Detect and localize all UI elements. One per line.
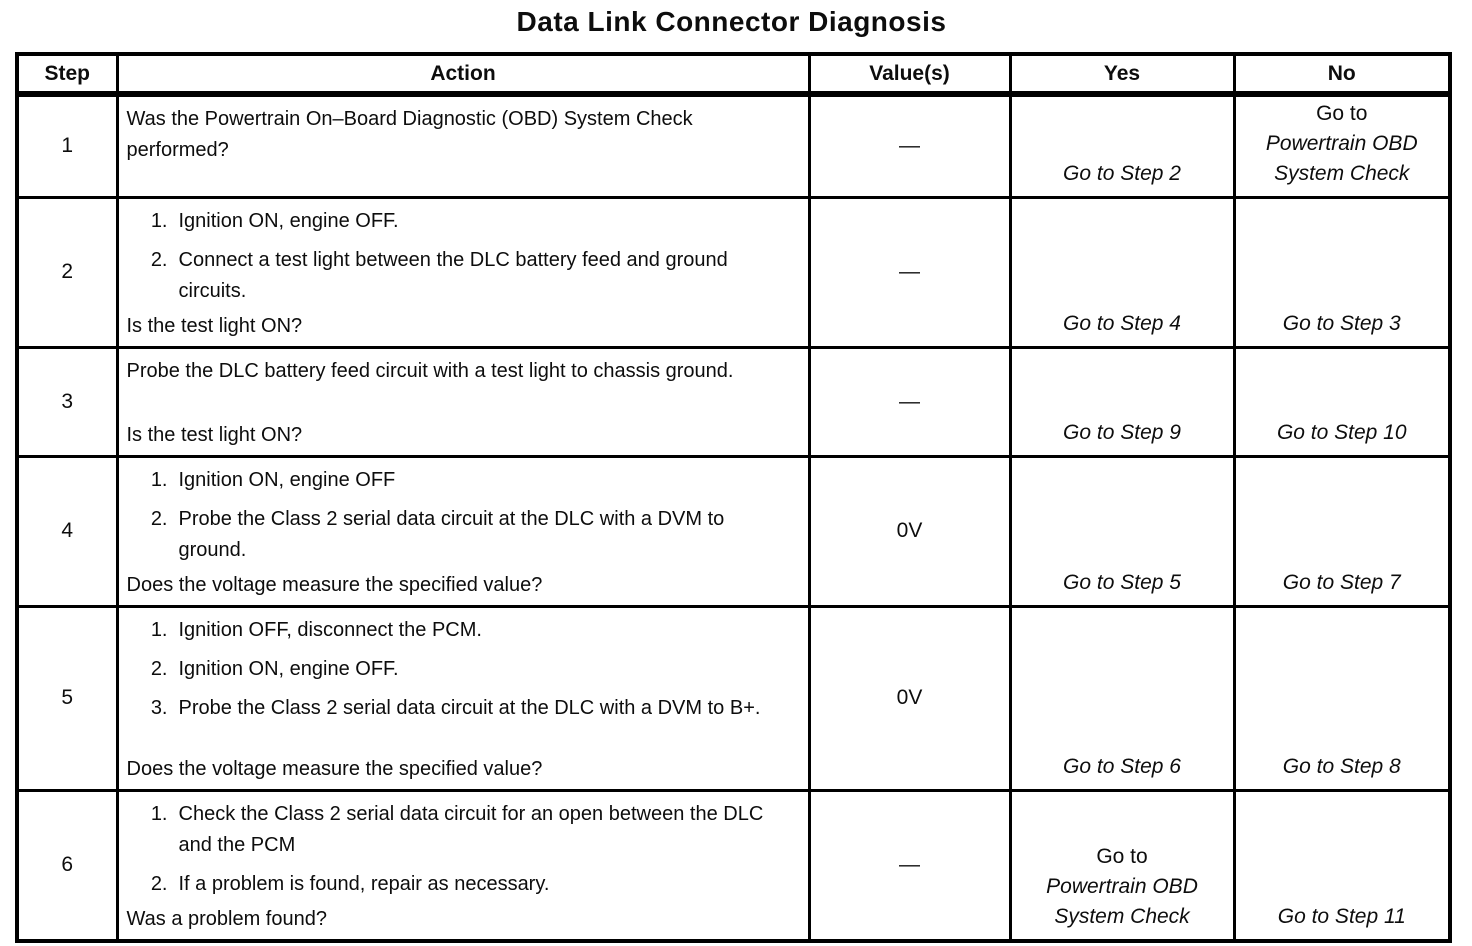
no-cell: Go to Powertrain OBD System Check [1232, 92, 1452, 199]
action-cell: Probe the DLC battery feed circuit with … [115, 345, 811, 458]
action-cell: Was the Powertrain On–Board Diagnostic (… [115, 92, 811, 199]
action-question: Is the test light ON? [126, 423, 303, 446]
action-cell: 1. Check the Class 2 serial data circuit… [115, 788, 811, 942]
yes-cell: Go to Step 2 [1008, 92, 1236, 199]
diagnosis-table: Step Action Value(s) Yes No 1 Was the Po… [15, 52, 1452, 943]
no-cell: Go to Step 10 [1232, 345, 1452, 458]
item-number: 1. [150, 209, 168, 232]
value-cell: — [807, 345, 1012, 458]
step-number: 6 [15, 788, 119, 942]
yes-cell: Go to Step 4 [1008, 195, 1236, 349]
goto-step-text: Go to Step 11 [1277, 904, 1406, 928]
item-text: If a problem is found, repair as necessa… [178, 872, 550, 895]
goto-reference-line-2: System Check [1274, 161, 1410, 185]
goto-reference-line-2: System Check [1054, 904, 1190, 928]
action-cell: 1. Ignition OFF, disconnect the PCM. 2. … [115, 604, 811, 792]
item-number: 3. [150, 696, 168, 719]
step-number: 2 [15, 195, 119, 349]
action-question: Is the test light ON? [126, 314, 303, 337]
item-number: 1. [150, 468, 168, 491]
item-text: Connect a test light between the DLC bat… [178, 248, 728, 302]
item-text: Ignition OFF, disconnect the PCM. [178, 618, 482, 641]
item-text: Ignition ON, engine OFF [178, 468, 396, 491]
item-number: 1. [150, 618, 168, 641]
page-title: Data Link Connector Diagnosis [516, 6, 947, 37]
goto-prefix: Go to [1096, 844, 1148, 868]
table-row-step-3: 3 Probe the DLC battery feed circuit wit… [15, 345, 1452, 458]
value-cell: — [807, 92, 1012, 199]
item-number: 1. [150, 802, 168, 825]
yes-cell: Go to Step 9 [1008, 345, 1236, 458]
goto-step-text: Go to Step 6 [1063, 754, 1181, 778]
goto-step-text: Go to Step 8 [1282, 754, 1401, 778]
goto-step-text: Go to Step 4 [1063, 311, 1181, 335]
action-cell: 1. Ignition ON, engine OFF 2. Probe the … [115, 454, 811, 608]
item-number: 2. [150, 657, 168, 680]
item-number: 2. [150, 248, 168, 271]
table-header-row: Step Action Value(s) Yes No [15, 52, 1452, 97]
action-question: Does the voltage measure the specified v… [126, 757, 543, 780]
value-cell: — [807, 195, 1012, 349]
item-text: Check the Class 2 serial data circuit fo… [178, 802, 764, 856]
header-no: No [1232, 52, 1452, 97]
no-cell: Go to Step 11 [1232, 788, 1452, 942]
header-values: Value(s) [807, 52, 1012, 97]
action-list-item: 3. Probe the Class 2 serial data circuit… [127, 693, 798, 724]
item-text: Probe the Class 2 serial data circuit at… [178, 507, 725, 561]
action-question: Was a problem found? [126, 907, 327, 930]
action-list-item: 2. Probe the Class 2 serial data circuit… [127, 504, 798, 566]
table-row-step-4: 4 1. Ignition ON, engine OFF 2. Probe th… [15, 454, 1452, 608]
header-action: Action [115, 52, 811, 97]
header-step: Step [15, 52, 119, 97]
no-cell: Go to Step 3 [1232, 195, 1452, 349]
action-list-item: 1. Ignition ON, engine OFF. [127, 206, 798, 237]
goto-step-text: Go to Step 7 [1282, 570, 1401, 594]
action-list-item: 2. Connect a test light between the DLC … [127, 245, 798, 307]
value-cell: 0V [807, 454, 1012, 608]
no-cell: Go to Step 8 [1232, 604, 1452, 792]
goto-step-text: Go to Step 5 [1063, 570, 1181, 594]
no-cell: Go to Step 7 [1232, 454, 1452, 608]
action-list-item: 1. Ignition ON, engine OFF [127, 465, 798, 496]
goto-prefix: Go to [1316, 101, 1368, 125]
action-cell: 1. Ignition ON, engine OFF. 2. Connect a… [115, 195, 811, 349]
item-text: Ignition ON, engine OFF. [178, 209, 399, 232]
goto-reference-line-1: Powertrain OBD [1046, 874, 1198, 898]
action-question: Does the voltage measure the specified v… [126, 573, 543, 596]
item-text: Ignition ON, engine OFF. [178, 657, 399, 680]
table-row-step-5: 5 1. Ignition OFF, disconnect the PCM. 2… [15, 604, 1452, 792]
action-text: Was the Powertrain On–Board Diagnostic (… [126, 108, 693, 161]
yes-cell: Go to Step 6 [1008, 604, 1236, 792]
step-number: 5 [15, 604, 119, 792]
action-list-item: 2. If a problem is found, repair as nece… [127, 869, 798, 900]
goto-step-text: Go to Step 9 [1063, 420, 1181, 444]
step-number: 1 [15, 92, 119, 199]
action-text: Probe the DLC battery feed circuit with … [126, 359, 734, 382]
step-number: 4 [15, 454, 119, 608]
header-yes: Yes [1008, 52, 1236, 97]
goto-step-text: Go to Step 10 [1276, 420, 1407, 444]
goto-reference-line-1: Powertrain OBD [1265, 131, 1418, 155]
value-cell: — [807, 788, 1012, 942]
item-text: Probe the Class 2 serial data circuit at… [178, 696, 761, 719]
goto-step-text: Go to Step 3 [1282, 311, 1401, 335]
yes-cell: Go to Powertrain OBD System Check [1008, 788, 1236, 942]
item-number: 2. [150, 872, 168, 895]
goto-step-text: Go to Step 2 [1063, 161, 1181, 185]
value-cell: 0V [807, 604, 1012, 792]
item-number: 2. [150, 507, 168, 530]
action-list-item: 1. Check the Class 2 serial data circuit… [127, 799, 798, 861]
table-row-step-2: 2 1. Ignition ON, engine OFF. 2. Connect… [15, 195, 1452, 349]
action-list-item: 1. Ignition OFF, disconnect the PCM. [127, 615, 798, 646]
table-row-step-1: 1 Was the Powertrain On–Board Diagnostic… [15, 92, 1452, 199]
action-list-item: 2. Ignition ON, engine OFF. [127, 654, 798, 685]
yes-cell: Go to Step 5 [1008, 454, 1236, 608]
step-number: 3 [15, 345, 119, 458]
table-row-step-6: 6 1. Check the Class 2 serial data circu… [15, 788, 1452, 942]
